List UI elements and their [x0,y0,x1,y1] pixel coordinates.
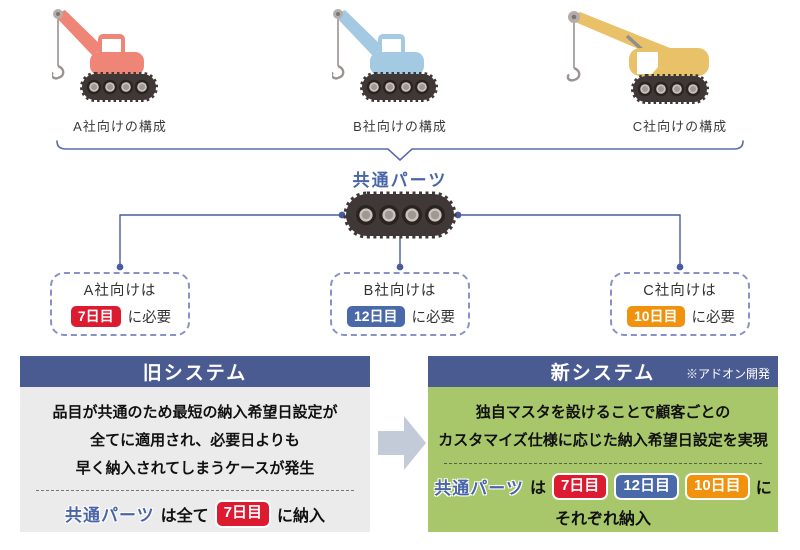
crane-hook-icon [52,64,65,80]
crane-company-b [332,9,438,102]
crane-track [360,72,438,102]
old-system-footer: 共通パーツ は全て 7日目 に納入 [26,500,364,528]
footer-text: は全て [160,507,209,525]
requirement-company: A社向けは [83,282,157,299]
crane-a-label: A社向けの構成 [73,119,167,134]
crane-window [637,52,658,74]
footer-text: に [755,480,772,498]
requirement-suffix: に必要 [127,309,172,326]
crane-pulley-hub [571,14,577,20]
old-system-text: 早く納入されてしまうケースが発生 [75,459,315,477]
connector-right [458,214,681,266]
crane-hook-icon [566,66,581,82]
requirement-box-b: B社向けは 12日目 に必要 [330,272,470,336]
connector-lines [56,140,744,271]
old-system-text: 全てに適用され、必要日よりも [90,431,300,449]
crane-track [631,74,709,104]
crane-pulley-hub [336,12,340,16]
requirement-box-c: C社向けは 10日目 に必要 [610,272,750,336]
crane-c-label: C社向けの構成 [632,119,728,134]
requirement-company: C社向けは [643,282,717,299]
crane-track [80,72,158,102]
day-badge-orange: 10日目 [624,303,687,330]
common-parts-highlight: 共通パーツ [434,478,524,498]
dashed-divider [36,490,354,492]
brace-bracket [56,140,744,162]
crane-body [370,52,424,75]
requirement-box-a: A社向けは 7日目 に必要 [50,272,190,336]
old-system-body: 品目が共通のため最短の納入希望日設定が 全てに適用され、必要日よりも 早く納入さ… [20,387,370,532]
day-badge-red: 7日目 [551,472,609,500]
common-parts-track [343,191,457,239]
dashed-divider [444,462,762,464]
connector-dot [676,263,684,271]
requirement-suffix: に必要 [411,309,456,326]
day-badge-red: 7日目 [68,303,123,330]
day-badge-red: 7日目 [214,500,271,528]
footer-text: に納入 [277,507,326,525]
old-system-text: 品目が共通のため最短の納入希望日設定が [52,404,338,421]
new-system-text: カスタマイズ仕様に応じた納入希望日設定を実現 [438,431,768,449]
new-system-body: 独自マスタを設けることで顧客ごとの カスタマイズ仕様に応じた納入希望日設定を実現… [428,387,778,532]
requirement-detail: 12日目 に必要 [344,303,456,330]
connector-left [119,214,342,266]
new-system-panel: 新システム ※アドオン開発 独自マスタを設けることで顧客ごとの カスタマイズ仕様… [428,356,778,532]
day-badge-orange: 10日目 [685,472,750,500]
footer-text: は [529,480,546,498]
common-parts-highlight: 共通パーツ [64,506,155,526]
new-system-header: 新システム ※アドオン開発 [428,356,778,387]
old-system-header: 旧システム [20,356,370,387]
transition-arrow-icon [378,416,426,470]
common-parts-label: 共通パーツ [352,171,448,190]
day-badge-blue: 12日目 [344,303,407,330]
requirement-detail: 7日目 に必要 [68,303,172,330]
crane-b-label: B社向けの構成 [353,119,447,134]
crane-company-a [52,9,158,102]
requirement-suffix: に必要 [691,309,736,326]
new-system-footer: 共通パーツ は 7日目 12日目 10日目 に [434,472,772,500]
old-system-panel: 旧システム 品目が共通のため最短の納入希望日設定が 全てに適用され、必要日よりも… [20,356,370,532]
connector-dot [116,263,124,271]
new-system-text: 独自マスタを設けることで顧客ごとの [475,404,731,421]
crane-body [90,52,144,75]
crane-boom [54,10,104,55]
crane-company-c [566,11,709,104]
crane-boom [334,10,384,55]
day-badge-blue: 12日目 [614,472,679,500]
connector-dot [396,263,404,271]
crane-hook-icon [332,64,345,80]
old-system-title: 旧システム [142,363,248,384]
requirement-company: B社向けは [363,282,437,299]
addon-note: ※アドオン開発 [685,367,770,381]
requirement-detail: 10日目 に必要 [624,303,736,330]
new-system-title: 新システム [550,363,656,384]
new-system-footer-line2: それぞれ納入 [554,510,651,528]
crane-pulley-hub [56,12,60,16]
